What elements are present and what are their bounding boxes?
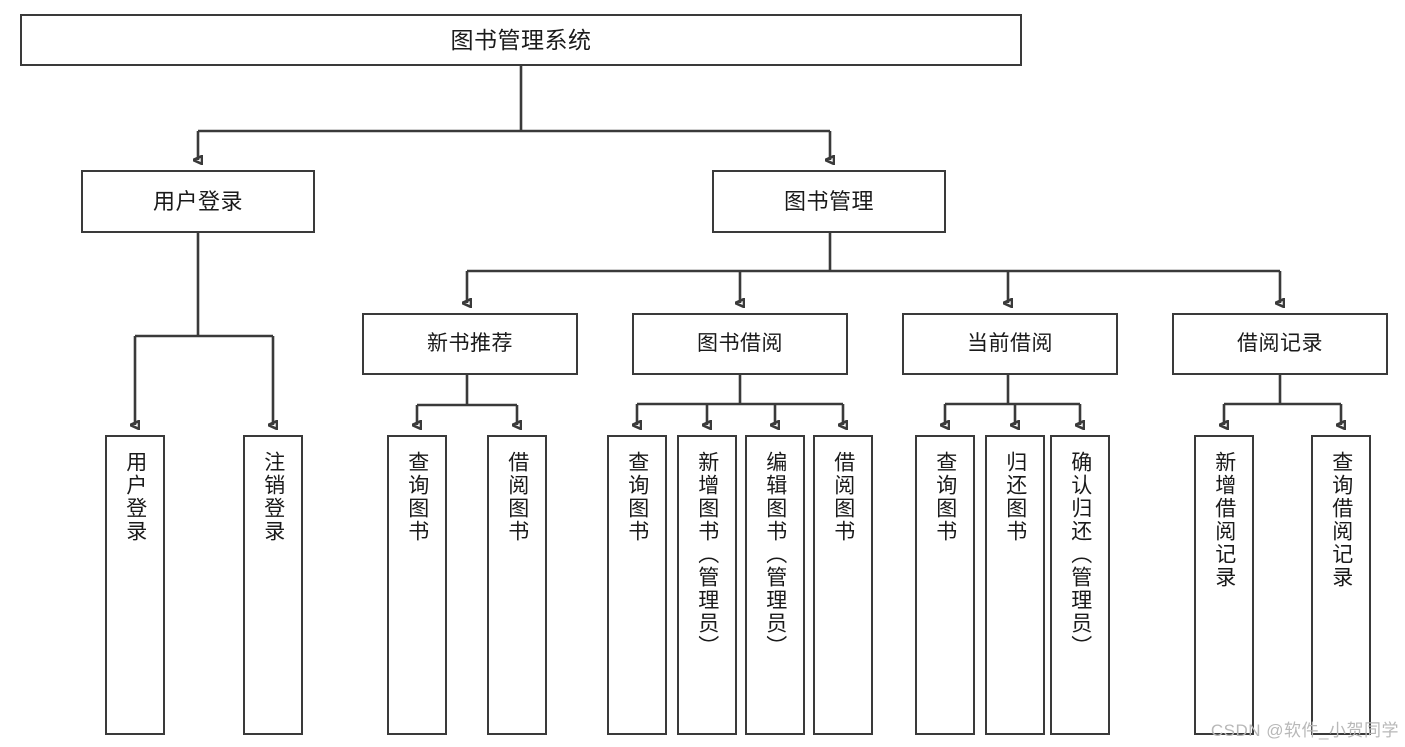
leaf-borrow-book-recommend[interactable]: 借阅图书	[487, 435, 547, 735]
node-label: 查询图书	[625, 451, 649, 543]
node-label: 借阅记录	[1237, 331, 1323, 355]
leaf-query-borrow-record[interactable]: 查询借阅记录	[1311, 435, 1371, 735]
node-new-book-recommend[interactable]: 新书推荐	[362, 313, 578, 375]
node-label: 新增图书（管理员）	[695, 451, 719, 658]
leaf-query-book-borrow[interactable]: 查询图书	[607, 435, 667, 735]
node-label: 图书管理	[783, 188, 874, 214]
leaf-query-book-recommend[interactable]: 查询图书	[387, 435, 447, 735]
node-current-borrow[interactable]: 当前借阅	[902, 313, 1118, 375]
node-label: 新增借阅记录	[1212, 451, 1236, 589]
leaf-edit-book-admin[interactable]: 编辑图书（管理员）	[745, 435, 805, 735]
leaf-borrow-book[interactable]: 借阅图书	[813, 435, 873, 735]
leaf-user-login[interactable]: 用户登录	[105, 435, 165, 735]
node-label: 新书推荐	[427, 331, 513, 355]
node-user-login[interactable]: 用户登录	[81, 170, 315, 233]
node-label: 编辑图书（管理员）	[763, 451, 787, 658]
leaf-query-book-current[interactable]: 查询图书	[915, 435, 975, 735]
leaf-logout[interactable]: 注销登录	[243, 435, 303, 735]
node-label: 确认归还（管理员）	[1068, 451, 1092, 658]
node-label: 查询图书	[405, 451, 429, 543]
node-label: 图书借阅	[697, 331, 783, 355]
leaf-add-borrow-record[interactable]: 新增借阅记录	[1194, 435, 1254, 735]
node-book-borrow[interactable]: 图书借阅	[632, 313, 848, 375]
watermark-text: CSDN @软件_小贺同学	[1210, 721, 1399, 740]
node-label: 图书管理系统	[450, 26, 592, 53]
node-borrow-record[interactable]: 借阅记录	[1172, 313, 1388, 375]
node-label: 借阅图书	[831, 451, 855, 543]
node-label: 当前借阅	[967, 331, 1053, 355]
node-label: 注销登录	[261, 451, 285, 543]
node-label: 借阅图书	[505, 451, 529, 543]
node-label: 查询图书	[933, 451, 957, 543]
node-label: 查询借阅记录	[1329, 451, 1353, 589]
leaf-add-book-admin[interactable]: 新增图书（管理员）	[677, 435, 737, 735]
node-label: 用户登录	[123, 451, 147, 543]
node-label: 归还图书	[1003, 451, 1027, 543]
node-book-management-system[interactable]: 图书管理系统	[20, 14, 1022, 66]
leaf-return-book[interactable]: 归还图书	[985, 435, 1045, 735]
leaf-confirm-return-admin[interactable]: 确认归还（管理员）	[1050, 435, 1110, 735]
node-book-management[interactable]: 图书管理	[712, 170, 946, 233]
node-label: 用户登录	[152, 188, 243, 214]
